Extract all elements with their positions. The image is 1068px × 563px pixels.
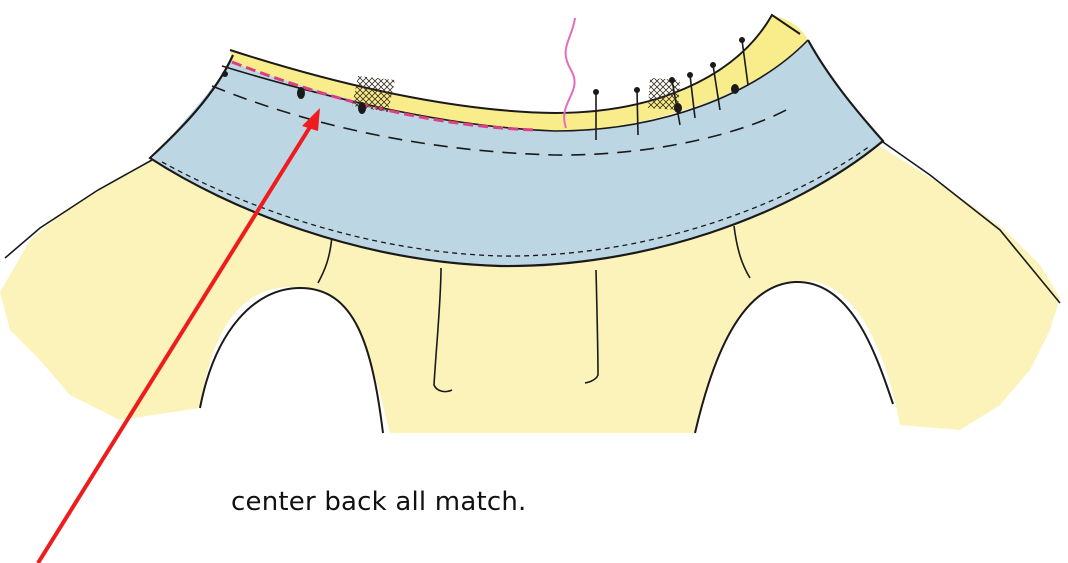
- pin-head-6: [739, 37, 745, 43]
- match-dot-right-2: [731, 84, 739, 94]
- corner-dot-left: [222, 71, 228, 77]
- pin-head-3: [669, 77, 675, 83]
- match-dot-center: [358, 102, 366, 114]
- match-dot-right-1: [674, 103, 682, 113]
- caption-text: center back all match.: [231, 487, 527, 517]
- pin-head-1: [593, 89, 599, 95]
- pin-head-5: [710, 62, 716, 68]
- pin-2: [637, 90, 638, 135]
- pin-head-2: [634, 87, 640, 93]
- match-dot-left: [297, 87, 305, 99]
- pink-thread: [564, 18, 575, 128]
- pin-head-4: [687, 72, 693, 78]
